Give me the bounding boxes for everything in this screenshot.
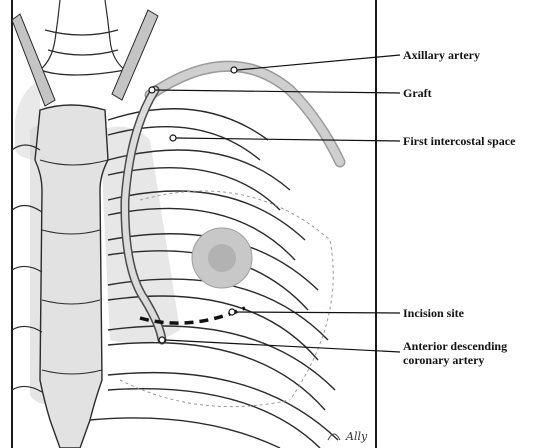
neck-structures xyxy=(40,0,125,75)
label-coronary-artery: coronary artery xyxy=(403,354,484,367)
artist-signature: Ally xyxy=(346,430,367,443)
leader-lines xyxy=(155,55,400,352)
label-graft: Graft xyxy=(403,87,432,100)
sternum xyxy=(35,105,108,448)
label-axillary-artery: Axillary artery xyxy=(403,49,480,62)
label-first-intercostal-space: First intercostal space xyxy=(403,135,515,148)
axillary-artery xyxy=(150,66,340,162)
leader-intercostal xyxy=(176,138,400,141)
label-anterior-descending: Anterior descending xyxy=(403,340,507,353)
heart-region xyxy=(192,228,252,288)
leader-graft xyxy=(155,90,400,93)
label-incision-site: Incision site xyxy=(403,307,464,320)
